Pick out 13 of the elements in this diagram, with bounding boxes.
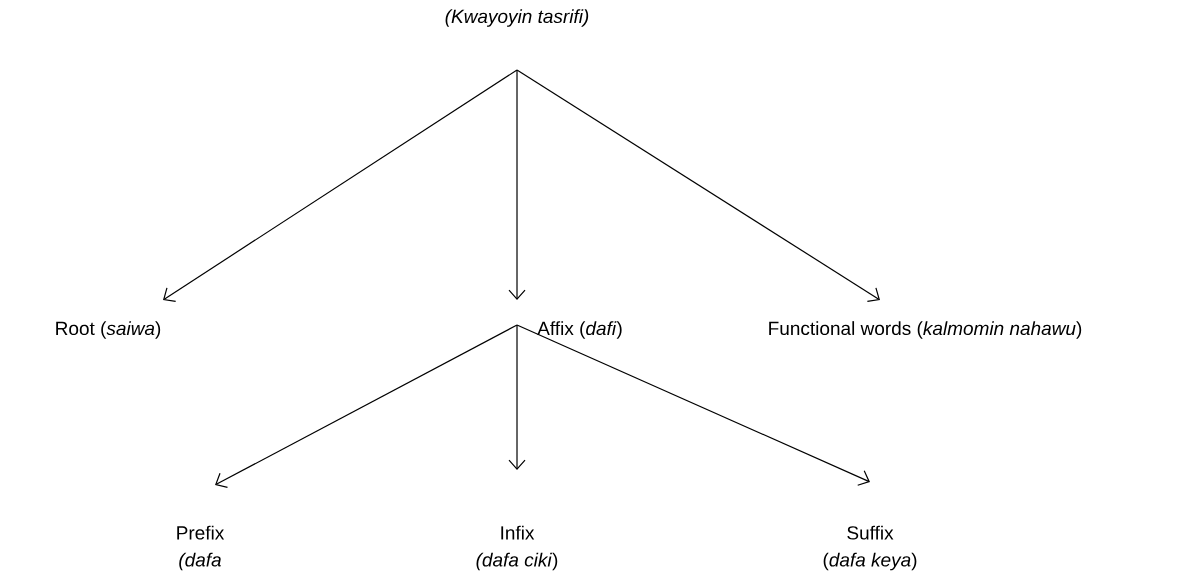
tree-label: Functional words (kalmomin nahawu) (769, 321, 1082, 339)
arrow (516, 324, 870, 486)
arrow (163, 69, 518, 302)
tree-label: Prefix (dafa (177, 525, 225, 571)
tree-label: (Kwayoyin tasrifi) (445, 9, 589, 27)
tree-label: Infix (dafa ciki) (476, 525, 558, 571)
tree-label: Root (saiwa) (56, 321, 161, 339)
tree-label: Suffix (dafa keya) (823, 525, 917, 571)
arrow (508, 324, 526, 470)
arrow (508, 69, 526, 300)
arrow (516, 69, 880, 303)
arrow (215, 324, 518, 489)
tree-label: Affix (dafi) (537, 321, 622, 339)
